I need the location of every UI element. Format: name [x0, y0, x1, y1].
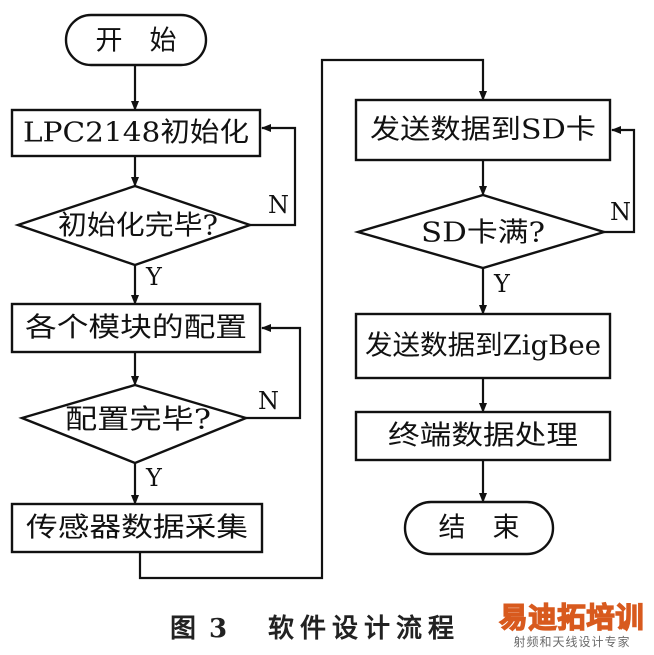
start-terminator — [64, 13, 208, 67]
edge-config-no-loop — [246, 324, 302, 420]
terminal-process-label: 终端数据处理 — [388, 421, 578, 452]
edge-sd-no-loop — [604, 126, 636, 234]
config-no-label: N — [258, 387, 279, 415]
terminal-process-box — [354, 410, 612, 462]
lpc-init-label: LPC2148初始化 — [23, 118, 249, 149]
figure-caption: 图 3 软件设计流程 — [150, 606, 510, 646]
send-zigbee-box — [354, 312, 612, 380]
config-done-label: 配置完毕? — [65, 405, 211, 436]
lpc-init-box — [10, 108, 262, 158]
sensor-collect-box — [10, 502, 264, 554]
send-sd-label: 发送数据到SD卡 — [370, 115, 596, 146]
module-config-label: 各个模块的配置 — [25, 313, 247, 344]
watermark-subtext: 射频和天线设计专家 — [513, 635, 631, 649]
edge-left-to-right-connector — [138, 58, 487, 580]
init-done-label: 初始化完毕? — [58, 211, 218, 242]
figure-number: 图 3 — [170, 614, 230, 644]
software-flowchart: 开 始 LPC2148初始化 初始化完毕? 各个模块的配置 配置完毕? 传感器数… — [10, 13, 636, 580]
sd-no-label: N — [610, 198, 631, 226]
init-done-decision — [14, 184, 254, 267]
sd-full-label: SD卡满? — [421, 218, 545, 249]
config-yes-label: Y — [145, 464, 163, 492]
sensor-collect-label: 传感器数据采集 — [26, 513, 248, 544]
sd-full-decision — [353, 193, 609, 270]
watermark-main-text: 易迪拓培训 — [499, 601, 645, 635]
watermark-logo: 易迪拓培训 射频和天线设计专家 — [490, 601, 654, 654]
start-label: 开 始 — [96, 26, 177, 57]
send-sd-box — [354, 98, 612, 162]
init-yes-label: Y — [145, 263, 163, 291]
config-done-decision — [18, 383, 250, 465]
end-terminator — [403, 500, 555, 556]
init-no-label: N — [268, 191, 289, 219]
send-zigbee-label: 发送数据到ZigBee — [365, 331, 601, 362]
sd-yes-label: Y — [493, 270, 511, 298]
end-label: 结 束 — [439, 513, 520, 544]
module-config-box — [10, 302, 262, 354]
figure-title: 软件设计流程 — [268, 614, 461, 644]
edge-init-no-loop — [250, 124, 297, 227]
